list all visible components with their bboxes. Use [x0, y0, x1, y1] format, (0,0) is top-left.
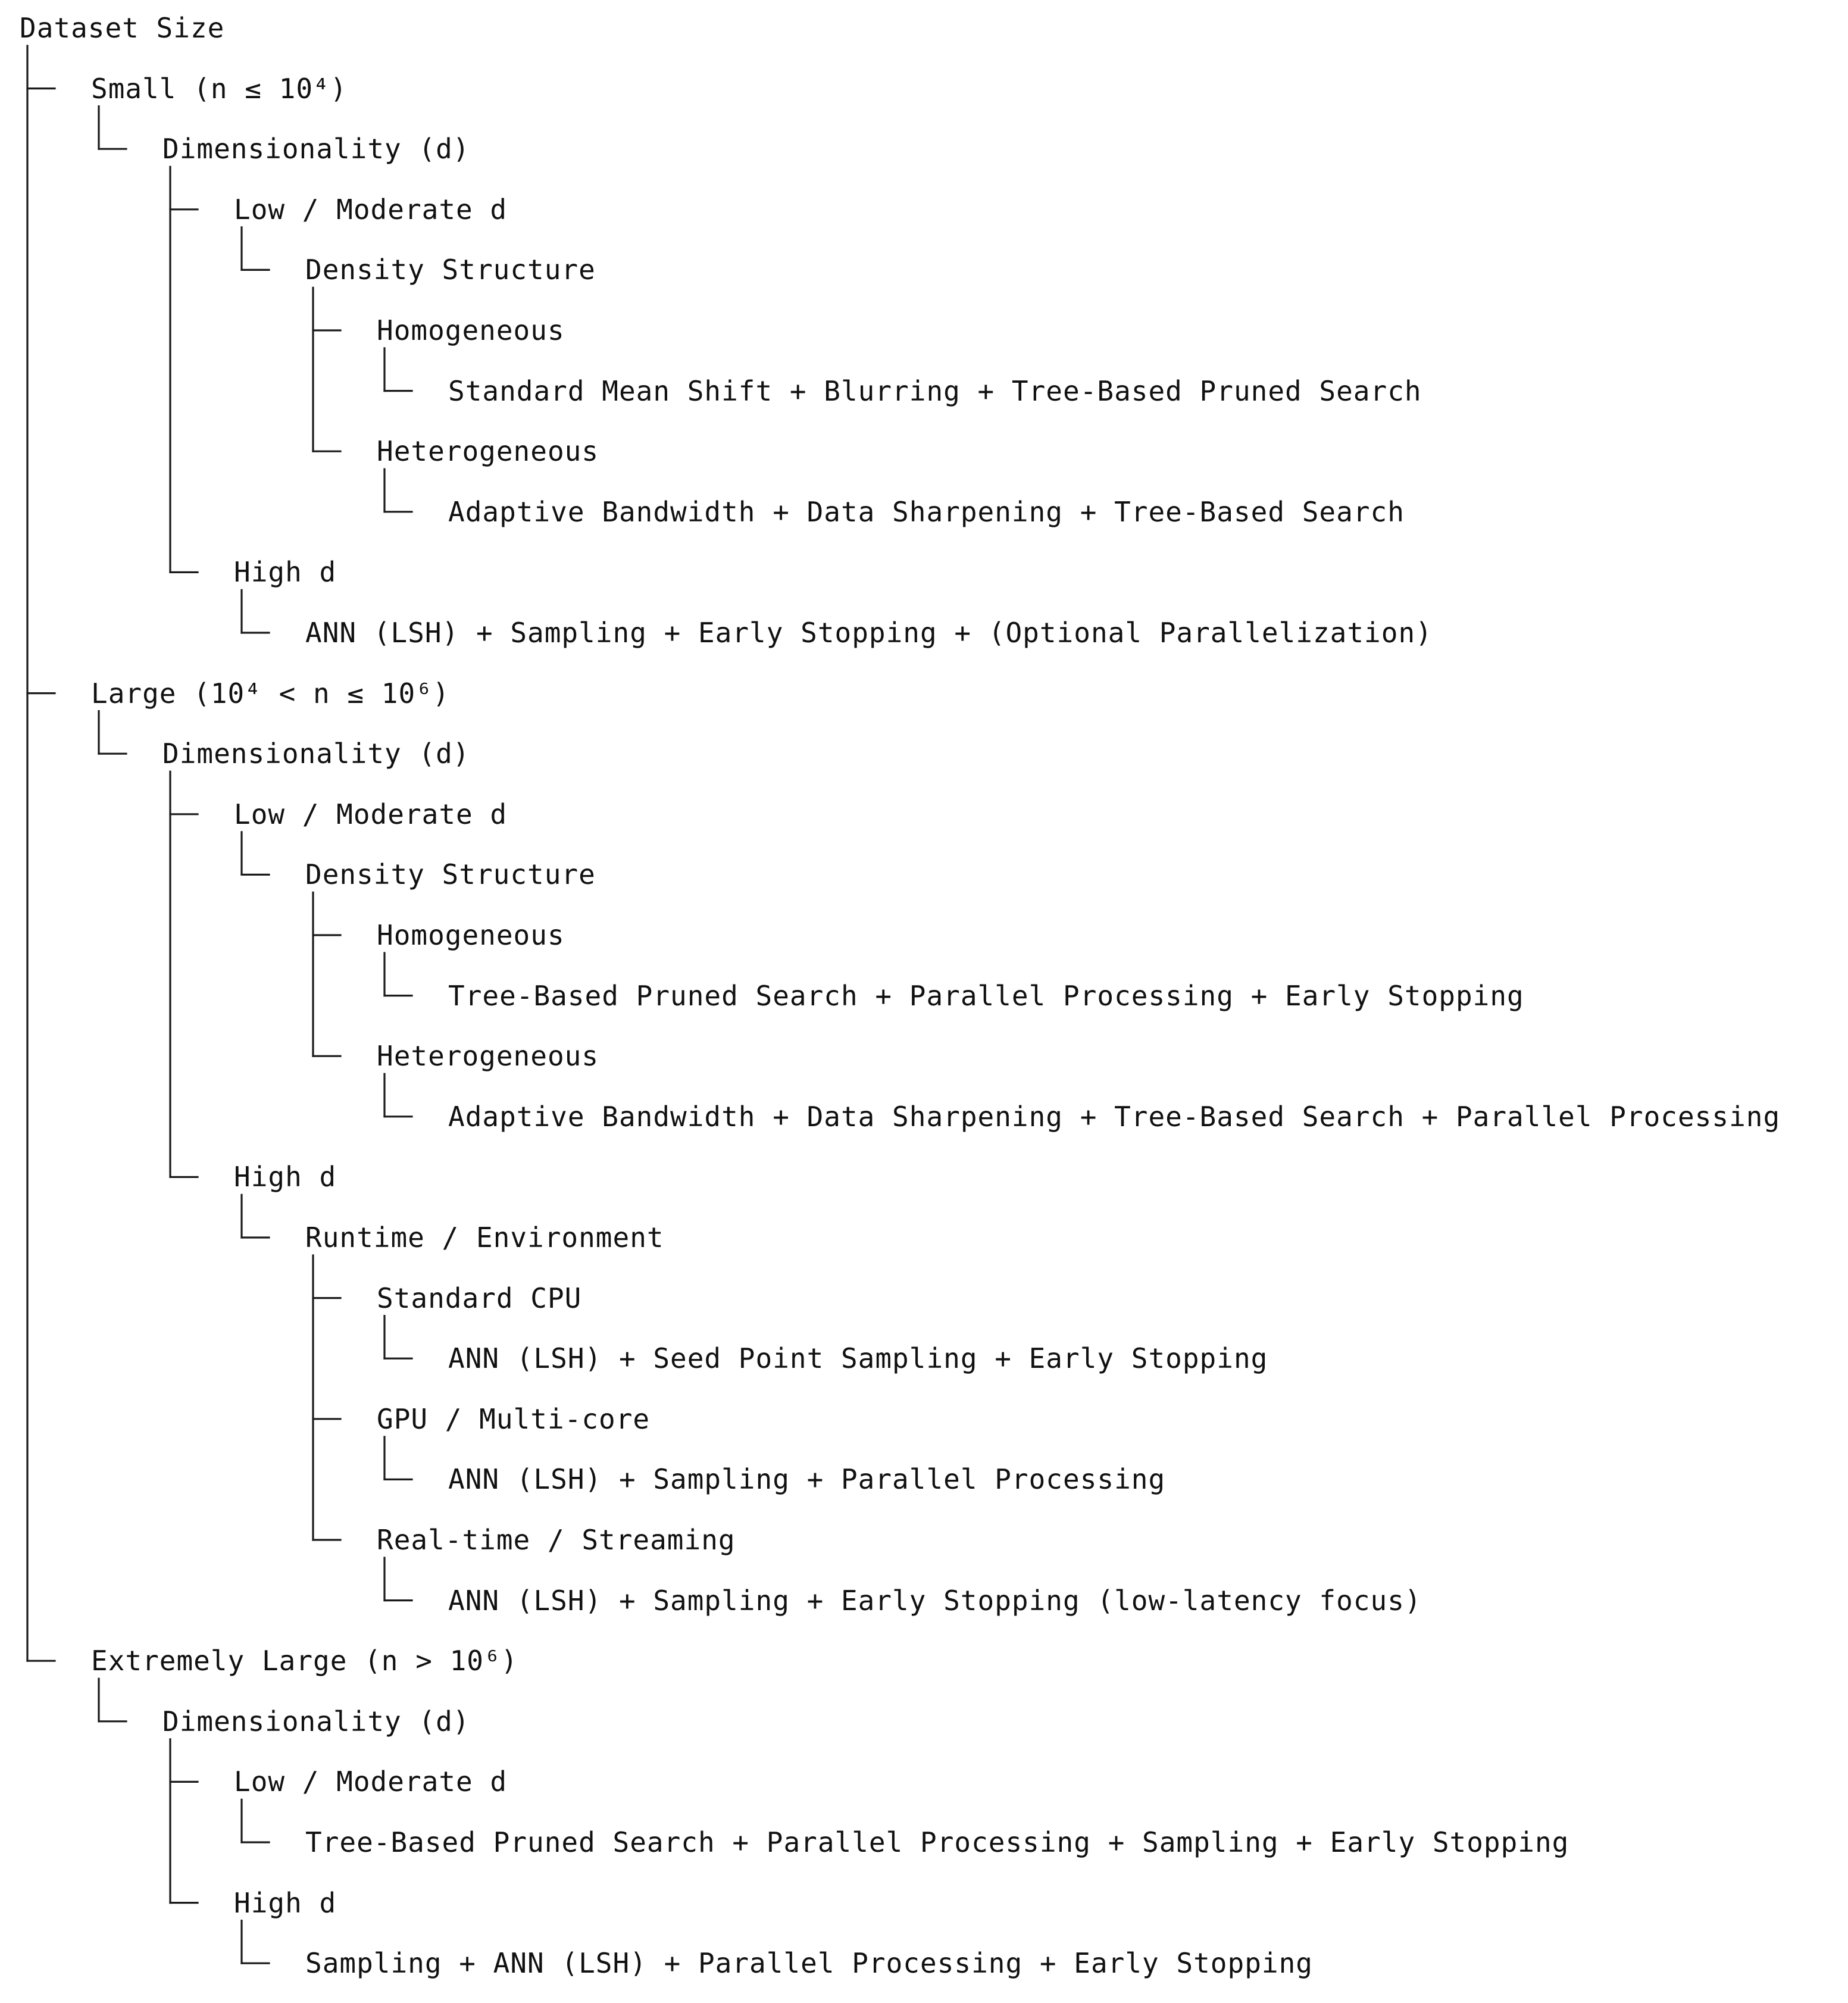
- tree-node-high-d-9: High d: [234, 556, 337, 589]
- tree-node-small-n-10-1: Small (n ≤ 10⁴): [91, 72, 348, 105]
- tree-node-sampling-ann-lsh-parallel-processing-early-stopp-32: Sampling + ANN (LSH) + Parallel Processi…: [305, 1947, 1313, 1980]
- tree-node-runtime-environment-20: Runtime / Environment: [305, 1221, 664, 1254]
- tree-node-high-d-19: High d: [234, 1161, 337, 1193]
- tree-node-dimensionality-d-28: Dimensionality (d): [162, 1705, 470, 1738]
- tree-node-high-d-31: High d: [234, 1886, 337, 1919]
- tree-node-homogeneous-15: Homogeneous: [377, 919, 565, 951]
- tree-node-heterogeneous-7: Heterogeneous: [377, 435, 599, 468]
- tree-node-ann-lsh-seed-point-sampling-early-stopping-22: ANN (LSH) + Seed Point Sampling + Early …: [448, 1342, 1268, 1375]
- tree-node-homogeneous-5: Homogeneous: [377, 314, 565, 346]
- tree-node-extremely-large-n-10-27: Extremely Large (n > 10⁶): [91, 1645, 518, 1677]
- tree-node-ann-lsh-sampling-parallel-processing-24: ANN (LSH) + Sampling + Parallel Processi…: [448, 1463, 1166, 1496]
- tree-node-tree-based-pruned-search-parallel-processing-sam-30: Tree-Based Pruned Search + Parallel Proc…: [305, 1826, 1569, 1858]
- tree-node-ann-lsh-sampling-early-stopping-low-latency-focu-26: ANN (LSH) + Sampling + Early Stopping (l…: [448, 1584, 1422, 1617]
- tree-node-large-10-n-10-11: Large (10⁴ < n ≤ 10⁶): [91, 677, 450, 710]
- tree-node-low-moderate-d-29: Low / Moderate d: [234, 1765, 508, 1798]
- tree-node-tree-based-pruned-search-parallel-processing-ear-16: Tree-Based Pruned Search + Parallel Proc…: [448, 979, 1524, 1012]
- tree-node-dataset-size-0: Dataset Size: [20, 12, 225, 44]
- tree-node-density-structure-14: Density Structure: [305, 858, 596, 891]
- tree-node-adaptive-bandwidth-data-sharpening-tree-based-se-18: Adaptive Bandwidth + Data Sharpening + T…: [448, 1100, 1781, 1133]
- tree-node-low-moderate-d-3: Low / Moderate d: [234, 193, 508, 226]
- tree-node-dimensionality-d-12: Dimensionality (d): [162, 738, 470, 770]
- tree-node-dimensionality-d-2: Dimensionality (d): [162, 133, 470, 165]
- tree-node-heterogeneous-17: Heterogeneous: [377, 1040, 599, 1073]
- tree-node-adaptive-bandwidth-data-sharpening-tree-based-se-8: Adaptive Bandwidth + Data Sharpening + T…: [448, 495, 1405, 528]
- tree-node-ann-lsh-sampling-early-stopping-optional-paralle-10: ANN (LSH) + Sampling + Early Stopping + …: [305, 617, 1433, 649]
- tree-node-standard-cpu-21: Standard CPU: [377, 1282, 582, 1314]
- tree-node-low-moderate-d-13: Low / Moderate d: [234, 798, 508, 830]
- tree-node-gpu-multi-core-23: GPU / Multi-core: [377, 1402, 651, 1435]
- tree-node-standard-mean-shift-blurring-tree-based-pruned-s-6: Standard Mean Shift + Blurring + Tree-Ba…: [448, 374, 1422, 407]
- tree-node-real-time-streaming-25: Real-time / Streaming: [377, 1524, 736, 1556]
- tree-node-density-structure-4: Density Structure: [305, 254, 596, 286]
